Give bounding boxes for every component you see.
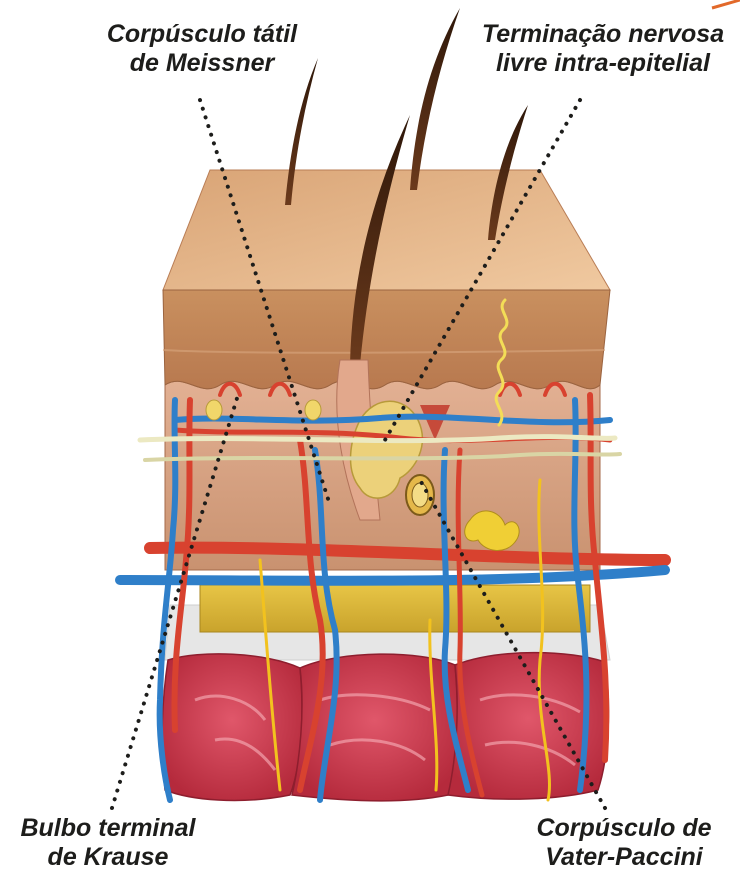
fat-layer [200,585,590,632]
label-meissner-corpuscle: Corpúsculo tátil de Meissner [92,20,312,78]
pacinian-corpuscle [406,475,434,515]
label-krause-bulb: Bulbo terminal de Krause [8,814,208,872]
label-free-ending-line2: livre intra-epitelial [468,49,738,78]
label-krause-line1: Bulbo terminal [8,814,208,843]
label-free-nerve-ending: Terminação nervosa livre intra-epitelial [468,20,738,78]
label-free-ending-line1: Terminação nervosa [468,20,738,49]
label-pacinian-corpuscle: Corpúsculo de Vater-Paccini [510,814,738,872]
label-meissner-line2: de Meissner [92,49,312,78]
label-meissner-line1: Corpúsculo tátil [92,20,312,49]
orange-arrow-fragment [712,0,740,8]
label-pacini-line1: Corpúsculo de [510,814,738,843]
label-krause-line2: de Krause [8,843,208,872]
label-pacini-line2: Vater-Paccini [510,843,738,872]
